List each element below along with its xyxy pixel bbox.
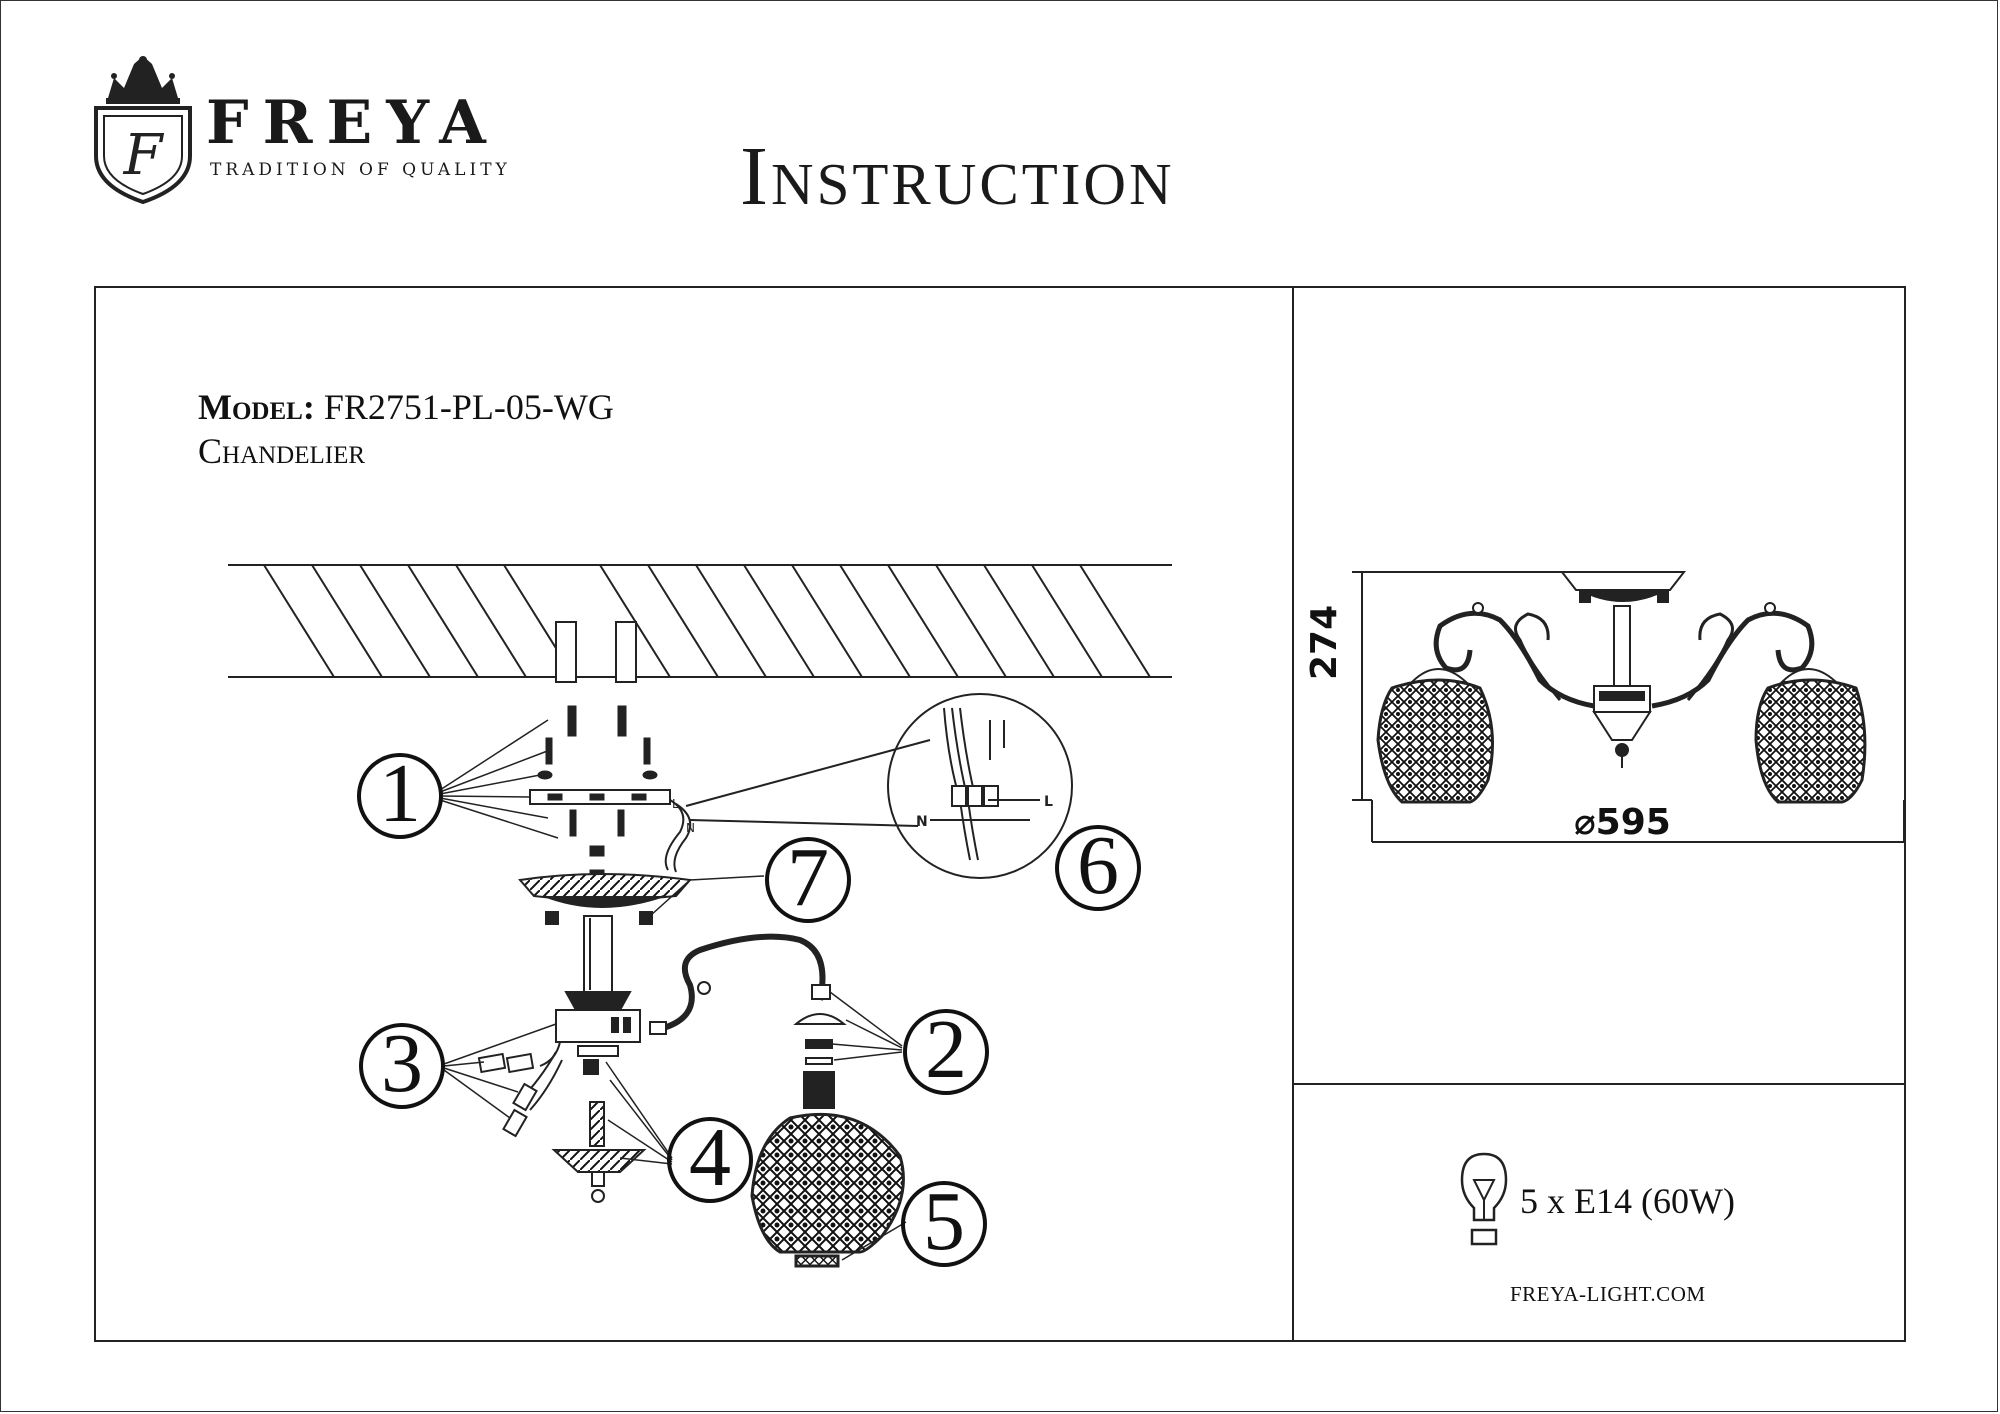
callout-2: 2 bbox=[902, 1008, 990, 1095]
panel-divider-vertical bbox=[1292, 286, 1294, 1342]
panel-divider-horizontal bbox=[1292, 1083, 1906, 1085]
brand-tagline: TRADITION OF QUALITY bbox=[210, 160, 511, 180]
wiring-terminals: L N bbox=[664, 797, 695, 873]
model-number: FR2751-PL-05-WG bbox=[323, 387, 614, 427]
socket-parts bbox=[793, 1013, 847, 1109]
svg-text:L: L bbox=[1044, 794, 1053, 810]
product-type: Chandelier bbox=[198, 431, 366, 471]
crest-icon: F bbox=[94, 56, 192, 205]
ceiling-section bbox=[228, 564, 1172, 683]
bulb-spec: 5 x E14 (60W) bbox=[1520, 1181, 1735, 1221]
model-label: Model: bbox=[198, 387, 315, 427]
wiring-detail: L N bbox=[685, 693, 1073, 879]
canopy bbox=[518, 873, 692, 1203]
callout-7: 7 bbox=[764, 836, 852, 923]
light-bulb-icon bbox=[1460, 1152, 1508, 1246]
document-title: Instruction bbox=[740, 130, 1175, 223]
svg-text:N: N bbox=[916, 814, 928, 830]
callout-3: 3 bbox=[358, 1022, 446, 1109]
svg-text:N: N bbox=[686, 821, 695, 835]
svg-text:L: L bbox=[672, 797, 679, 811]
monogram-letter: F bbox=[123, 123, 165, 188]
socket-wires bbox=[477, 1051, 563, 1138]
website-link[interactable]: FREYA-LIGHT.COM bbox=[1510, 1282, 1706, 1306]
brand-name: FREYA bbox=[206, 88, 500, 158]
diameter-dimension: ⌀595 bbox=[1574, 802, 1671, 843]
callout-5: 5 bbox=[900, 1180, 988, 1267]
height-dimension: 274 bbox=[1304, 604, 1345, 680]
callout-6: 6 bbox=[1054, 824, 1142, 911]
callout-1: 1 bbox=[356, 752, 444, 839]
leader-lines bbox=[439, 719, 907, 1261]
callout-4: 4 bbox=[666, 1116, 754, 1203]
lamp-arm bbox=[649, 933, 831, 1035]
glass-shade bbox=[750, 1112, 905, 1268]
model-line: Model: FR2751-PL-05-WG bbox=[198, 386, 614, 428]
brand-logo: F FREYA TRADITION OF QUALITY bbox=[88, 56, 528, 206]
